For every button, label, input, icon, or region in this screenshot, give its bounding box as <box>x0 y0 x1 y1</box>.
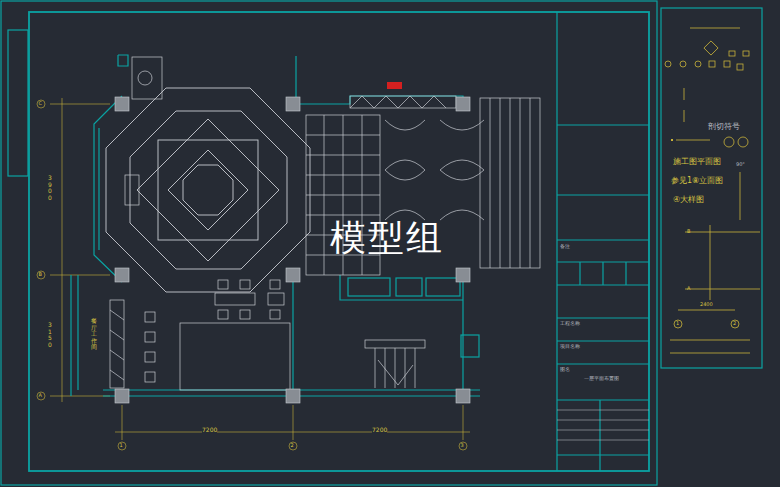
axis-letter: A <box>39 393 42 398</box>
legend-note: 施工图平面图 <box>673 158 721 166</box>
axis-letter: B <box>39 272 42 277</box>
dimension: 2400 <box>700 302 713 307</box>
axis-letter: B <box>687 229 690 234</box>
dimension: 7200 <box>372 427 387 433</box>
axis-number: 2 <box>291 443 294 448</box>
axis-number: 1 <box>120 443 123 448</box>
title-block-cell: 项目名称 <box>560 344 580 349</box>
dimension: 3150 <box>48 322 54 348</box>
watermark: 模型组 <box>330 220 444 256</box>
dimension: 7200 <box>202 427 217 433</box>
axis-number: 2 <box>733 321 736 326</box>
title-block-cell: 备注 <box>560 244 570 249</box>
axis-letter: C <box>39 101 43 106</box>
drawing-title: 一层平面布置图 <box>584 376 619 381</box>
title-block-cell: 图名 <box>560 367 570 372</box>
axis-number: 3 <box>461 443 464 448</box>
legend-note: 剖切符号 <box>708 123 740 131</box>
room-name: 餐厅工作间 <box>91 318 97 351</box>
legend-note: 参见1⑧立面图 <box>671 177 723 185</box>
angle-label: 90° <box>736 162 745 167</box>
axis-number: 1 <box>676 321 679 326</box>
dimension: 3900 <box>48 175 54 201</box>
axis-letter: A <box>687 286 690 291</box>
legend-note: ④大样图 <box>673 196 704 204</box>
title-block-cell: 工程名称 <box>560 321 580 326</box>
